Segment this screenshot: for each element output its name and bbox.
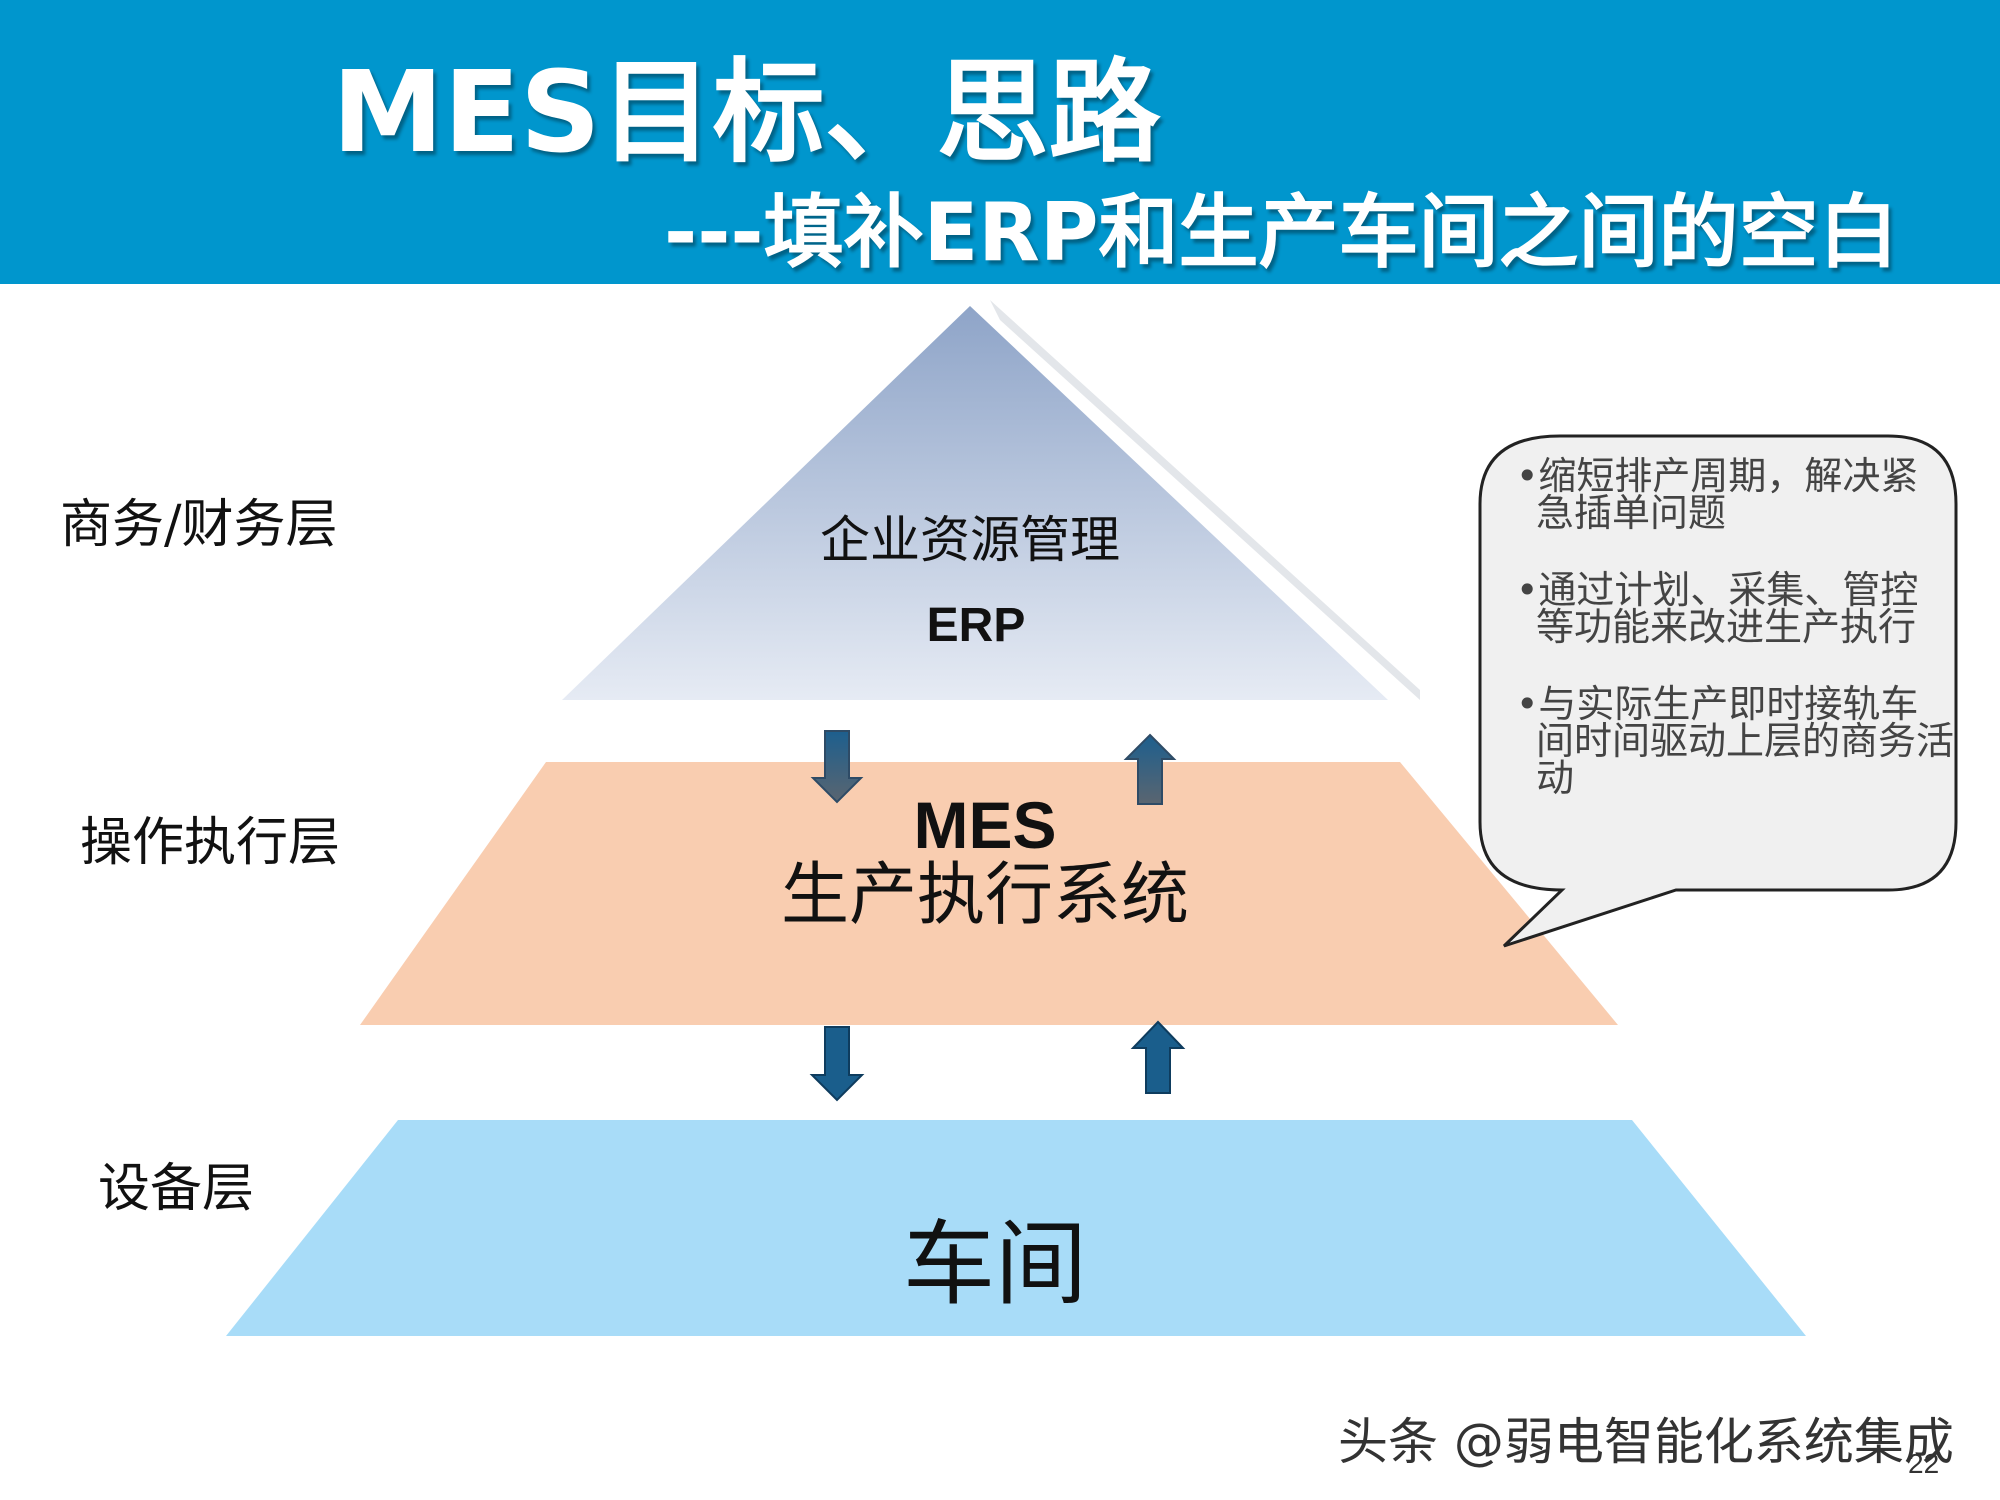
mes-layer [360, 762, 1618, 1025]
arrow-down-icon [810, 730, 864, 804]
arrow-down-icon [809, 1026, 865, 1102]
erp-name: 企业资源管理 [820, 511, 1120, 569]
mes-abbr: MES [913, 788, 1057, 862]
layer-label-operation: 操作执行层 [80, 813, 341, 873]
header-banner [0, 0, 2000, 284]
layer-label-equipment: 设备层 [98, 1159, 255, 1219]
workshop-name: 车间 [902, 1211, 1087, 1318]
layer-label-business: 商务/财务层 [60, 495, 338, 555]
callout-item: •与实际生产即时接轨车间时间驱动上层的商务活动 [1516, 682, 1955, 800]
callout-bubble [1478, 434, 1958, 948]
erp-layer-shadow [990, 300, 1420, 700]
watermark: 头条 @弱电智能化系统集成 [1338, 1413, 1954, 1471]
arrow-up-icon [1123, 733, 1177, 805]
erp-layer [562, 306, 1388, 700]
callout-item: •缩短排产周期，解决紧急插单问题 [1516, 454, 1919, 535]
callout-list: •缩短排产周期，解决紧急插单问题 •通过计划、采集、管控等功能来改进生产执行 •… [1516, 454, 1956, 837]
erp-abbr: ERP [926, 599, 1026, 652]
arrow-up-icon [1130, 1020, 1186, 1094]
page-number: 22 [1908, 1448, 1940, 1479]
page-title: MES目标、思路 [332, 48, 1161, 178]
workshop-layer [226, 1120, 1806, 1336]
page-subtitle: ---填补ERP和生产车间之间的空白 [664, 186, 1899, 279]
mes-name: 生产执行系统 [780, 856, 1189, 935]
callout-item: •通过计划、采集、管控等功能来改进生产执行 [1516, 568, 1919, 649]
